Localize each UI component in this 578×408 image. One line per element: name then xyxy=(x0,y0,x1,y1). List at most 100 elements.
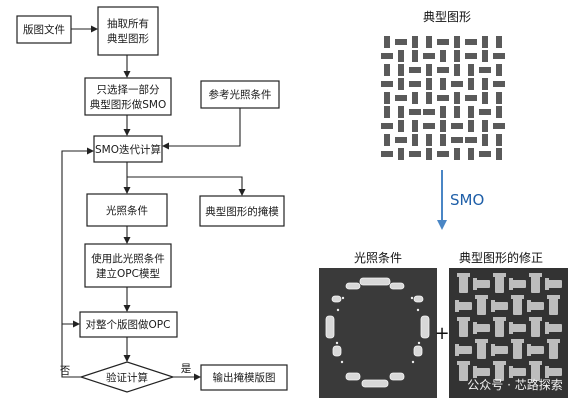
layout-pattern-rect xyxy=(381,123,393,129)
corrected-pattern-shape xyxy=(510,280,526,288)
layout-pattern-rect xyxy=(412,134,418,146)
label-mask: 典型图形的掩模 xyxy=(205,205,279,218)
layout-pattern-rect xyxy=(454,148,460,160)
layout-pattern-rect xyxy=(384,92,390,104)
label-select-1: 只选择一部分 xyxy=(97,83,160,96)
corrected-pattern-serif xyxy=(475,339,488,343)
box-extract xyxy=(97,6,159,56)
corrected-pattern-shape xyxy=(459,362,468,381)
layout-pattern-rect xyxy=(412,50,418,62)
correction-result-title: 典型图形的修正 xyxy=(459,250,543,265)
layout-pattern-rect xyxy=(451,137,463,143)
layout-pattern-rect xyxy=(465,95,477,101)
layout-pattern-rect xyxy=(482,134,488,146)
box-select xyxy=(84,77,172,116)
corrected-pattern-serif xyxy=(457,273,470,277)
label-layout-file: 版图文件 xyxy=(23,23,65,36)
pupil-spot-left-lower xyxy=(332,345,342,357)
layout-pattern-rect xyxy=(493,53,505,59)
label-ref-light: 参考光照条件 xyxy=(209,88,272,101)
corrected-pattern-serif xyxy=(473,322,477,334)
pupil-spot-right-upper xyxy=(413,295,424,303)
layout-pattern-rect xyxy=(454,36,460,48)
layout-pattern-rect xyxy=(423,53,435,59)
layout-pattern-rect xyxy=(451,81,463,87)
layout-pattern-rect xyxy=(468,78,474,90)
layout-pattern-rect xyxy=(493,81,505,87)
layout-pattern-rect xyxy=(426,78,432,90)
corrected-pattern-shape xyxy=(528,346,544,354)
layout-pattern-rect xyxy=(381,53,393,59)
corrected-pattern-serif xyxy=(509,278,513,290)
corrected-pattern-shape xyxy=(513,296,522,315)
corrected-pattern-serif xyxy=(545,366,549,378)
layout-pattern-rect xyxy=(479,151,491,157)
layout-pattern-rect xyxy=(423,123,435,129)
layout-pattern-rect xyxy=(426,92,432,104)
plus-sign: + xyxy=(434,323,449,344)
layout-pattern-rect xyxy=(440,78,446,90)
corrected-pattern-shape xyxy=(474,368,490,376)
corrected-pattern-serif xyxy=(511,295,524,299)
box-ref-light xyxy=(200,80,280,109)
label-verify: 验证计算 xyxy=(106,371,148,384)
layout-pattern-rect xyxy=(468,120,474,132)
arrow-smo-to-mask xyxy=(127,176,246,196)
box-smo-iter xyxy=(93,135,163,163)
layout-pattern-rect xyxy=(398,78,404,90)
watermark: 公众号 · 芯路探索 xyxy=(467,377,562,392)
layout-pattern-rect xyxy=(440,50,446,62)
corrected-pattern-shape xyxy=(549,296,558,315)
layout-pattern-rect xyxy=(440,134,446,146)
layout-pattern-rect xyxy=(398,120,404,132)
layout-pattern-rect xyxy=(479,109,491,115)
corrected-pattern-shape xyxy=(456,346,472,354)
layout-pattern-rect xyxy=(468,106,474,118)
corrected-pattern-shape xyxy=(495,318,504,337)
layout-pattern-rect xyxy=(496,92,502,104)
corrected-pattern-shape xyxy=(459,274,468,293)
corrected-pattern-serif xyxy=(455,300,459,312)
corrected-pattern-serif xyxy=(529,361,542,365)
layout-pattern-rect xyxy=(451,123,463,129)
layout-pattern-rect xyxy=(454,106,460,118)
corrected-pattern-serif xyxy=(493,317,506,321)
layout-pattern-rect xyxy=(409,151,421,157)
corrected-pattern-serif xyxy=(475,295,488,299)
label-extract-1: 抽取所有 xyxy=(107,17,149,30)
layout-pattern-rect xyxy=(479,67,491,73)
corrected-pattern-serif xyxy=(493,361,506,365)
layout-pattern-rect xyxy=(468,148,474,160)
illumination-panel xyxy=(319,268,437,398)
layout-pattern-rect xyxy=(482,92,488,104)
layout-pattern-rect xyxy=(426,134,432,146)
corrected-pattern-serif xyxy=(511,339,524,343)
layout-pattern-rect xyxy=(465,53,477,59)
layout-pattern-rect xyxy=(398,148,404,160)
layout-pattern-rect xyxy=(437,39,449,45)
typical-pattern-grid xyxy=(381,36,505,160)
layout-pattern-rect xyxy=(454,50,460,62)
typical-pattern-title: 典型图形 xyxy=(423,10,471,24)
layout-pattern-rect xyxy=(465,137,477,143)
layout-pattern-rect xyxy=(482,120,488,132)
corrected-pattern-serif xyxy=(491,300,495,312)
layout-pattern-rect xyxy=(398,64,404,76)
label-full-opc: 对整个版图做OPC xyxy=(86,318,171,331)
corrected-pattern-serif xyxy=(547,295,560,299)
layout-pattern-rect xyxy=(381,151,393,157)
corrected-pattern-shape xyxy=(492,346,508,354)
corrected-pattern-shape xyxy=(546,368,562,376)
corrected-pattern-shape xyxy=(531,362,540,381)
pupil-spot-top-left xyxy=(345,282,361,290)
corrected-pattern-serif xyxy=(547,339,560,343)
layout-pattern-rect xyxy=(437,95,449,101)
arrow-ref-to-smo xyxy=(162,108,241,150)
layout-pattern-rect xyxy=(384,36,390,48)
box-layout-file xyxy=(16,15,72,44)
corrected-pattern-serif xyxy=(455,344,459,356)
corrected-pattern-serif xyxy=(493,273,506,277)
arrow-verify-loop xyxy=(61,147,94,378)
label-no: 否 xyxy=(60,365,71,377)
layout-pattern-rect xyxy=(454,64,460,76)
